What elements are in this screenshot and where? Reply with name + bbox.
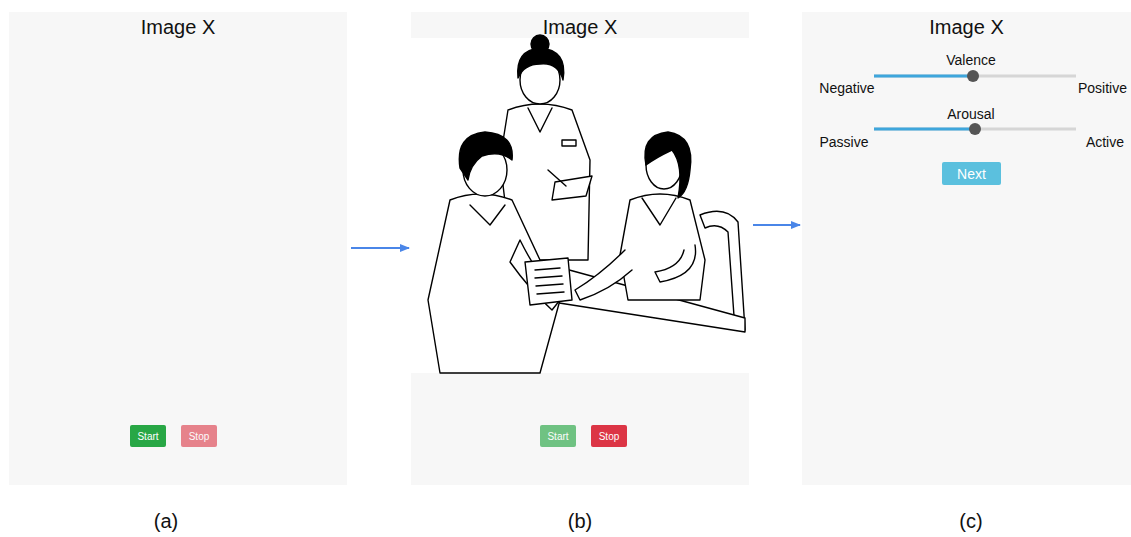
ui-button: Start [130,425,166,447]
slider-fill [874,75,973,78]
screen-panel: Image X Start Stop [9,12,347,485]
ui-button: Stop [181,425,217,447]
ui-button: Start [540,425,576,447]
button-label: Start [137,431,158,442]
screen-panel: Image X Start Stop [411,12,749,485]
button-label: Start [547,431,568,442]
slider-label: Active [1086,134,1124,150]
panel-caption: (c) [959,510,982,533]
button-label: Next [957,166,986,182]
ui-button: Next [942,162,1001,185]
panel-caption: (a) [154,510,178,533]
slider-fill [874,128,975,131]
slider-knob [967,70,979,82]
panel-title: Image X [802,16,1131,39]
slider-label: Positive [1078,80,1127,96]
slider-knob [969,123,981,135]
panel-title: Image X [9,16,347,39]
panel-ground [9,12,347,485]
slider-label: Valence [946,52,996,68]
slider-label: Negative [819,80,874,96]
panel-title: Image X [411,16,749,39]
flow-arrow [351,247,409,249]
ui-button: Stop [591,425,627,447]
button-label: Stop [189,431,210,442]
button-label: Stop [599,431,620,442]
flow-arrow [753,224,800,226]
image-area [411,38,749,373]
slider-label: Passive [819,134,868,150]
panel-ground [802,12,1131,485]
slider-label: Arousal [947,106,994,122]
panel-caption: (b) [568,510,592,533]
panel-ground [411,12,749,485]
